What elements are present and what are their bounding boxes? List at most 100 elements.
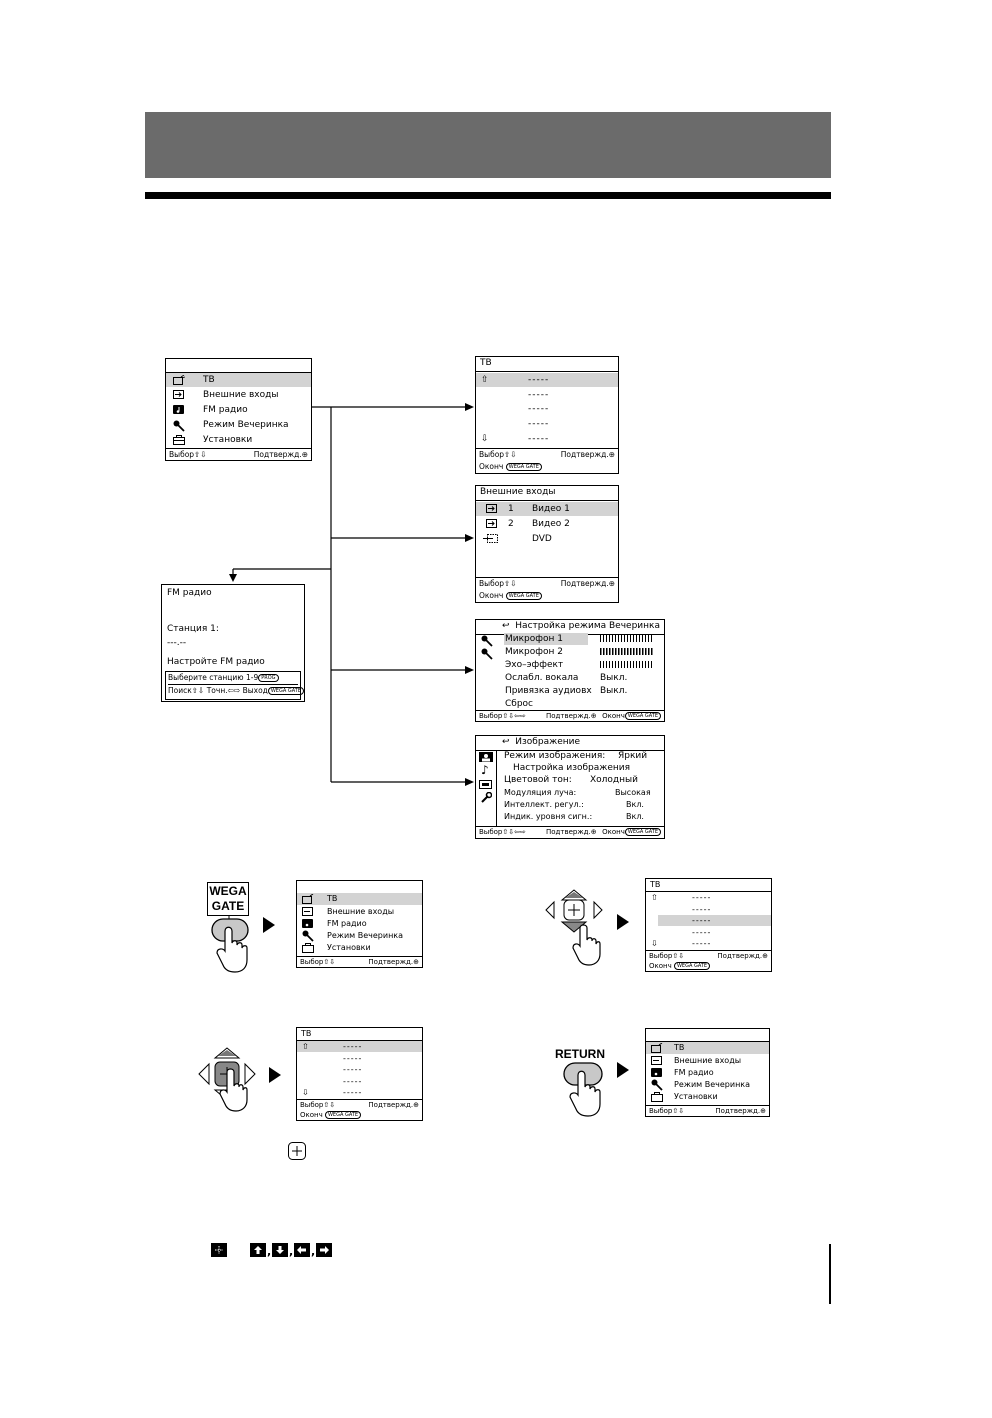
return-button-press[interactable] bbox=[560, 1060, 610, 1120]
wega-gate-button-label: WEGA GATE bbox=[207, 882, 249, 916]
left-key-icon bbox=[294, 1243, 310, 1257]
toolbox-icon bbox=[302, 943, 314, 957]
toolbox-icon bbox=[651, 1092, 663, 1106]
fm-frequency: ---.-- bbox=[167, 638, 187, 648]
top-menu-item-party[interactable]: Режим Вечеринка bbox=[166, 418, 311, 432]
fm-station-label: Станция 1: bbox=[167, 624, 219, 634]
microphone-icon bbox=[302, 930, 314, 946]
inputs-menu-title: Внешние входы bbox=[476, 486, 618, 501]
microphone-icon bbox=[481, 648, 493, 663]
input-row-dvd[interactable]: DVD bbox=[476, 532, 618, 546]
tv-menu: ТВ ⇧----- ----- ----- ----- ⇩----- Выбор… bbox=[475, 356, 619, 474]
top-menu-item-fm[interactable]: FM радио bbox=[166, 403, 311, 417]
music-note-icon bbox=[302, 919, 314, 933]
picture-icon bbox=[479, 752, 493, 765]
microphone-icon bbox=[481, 635, 493, 650]
channel-icon bbox=[479, 778, 493, 792]
header-band bbox=[145, 112, 831, 178]
tv-icon bbox=[173, 375, 185, 385]
tv-channel-row[interactable]: ----- bbox=[528, 419, 550, 429]
party-menu: ↩ Настройка режима Вечеринка Микрофон 1 … bbox=[475, 619, 665, 722]
enter-button-icon bbox=[288, 1142, 306, 1160]
tv-channel-row[interactable]: ⇧----- bbox=[476, 373, 618, 387]
next-step-arrow-icon bbox=[269, 1067, 281, 1083]
input-icon bbox=[302, 907, 314, 921]
picture-row-intelligent[interactable]: Интеллект. регул.:Вкл. bbox=[504, 800, 644, 809]
tv-menu-footer: Выбор⇧⇩ Подтвержд.⊕ bbox=[476, 448, 618, 460]
return-button-label: RETURN bbox=[555, 1047, 605, 1061]
tv-channel-row[interactable]: ⇩----- bbox=[481, 434, 550, 444]
level-bar bbox=[600, 635, 654, 642]
menu-tree-connectors bbox=[229, 403, 474, 786]
arrow-pad-down-press[interactable] bbox=[540, 888, 608, 968]
input-icon bbox=[486, 504, 497, 513]
step1-top-menu: ТВ Внешние входы FM радио Режим Вечеринк… bbox=[296, 880, 423, 968]
down-key-icon bbox=[272, 1243, 288, 1257]
party-row-mic2[interactable]: Микрофон 2 bbox=[476, 646, 664, 658]
dvd-input-icon bbox=[483, 534, 498, 543]
input-icon bbox=[486, 519, 497, 528]
input-icon bbox=[173, 390, 184, 399]
sound-note-icon: ♪ bbox=[481, 763, 489, 777]
wrench-icon bbox=[480, 791, 493, 807]
tv-icon bbox=[302, 893, 314, 908]
input-icon bbox=[651, 1056, 663, 1070]
input-row-1[interactable]: 1 Видео 1 bbox=[476, 502, 618, 516]
party-row-echo[interactable]: Эхо–эффект bbox=[476, 659, 664, 671]
scroll-up-icon: ⇧ bbox=[481, 375, 489, 385]
picture-menu-title: ↩ Изображение bbox=[476, 736, 664, 751]
up-key-icon bbox=[250, 1243, 266, 1257]
arrow-pad-enter-press[interactable] bbox=[193, 1044, 261, 1114]
party-row-reset[interactable]: Сброс bbox=[505, 699, 534, 709]
next-step-arrow-icon bbox=[263, 917, 275, 933]
picture-row-adjust[interactable]: Настройка изображения bbox=[513, 763, 631, 773]
inputs-menu-footer-exit: Оконч WEGA GATE bbox=[476, 590, 618, 601]
picture-row-mode[interactable]: Режим изображения:Яркий bbox=[504, 751, 648, 761]
enter-icon: ⊕ bbox=[301, 450, 308, 459]
next-step-arrow-icon bbox=[617, 1062, 629, 1078]
next-step-arrow-icon bbox=[617, 914, 629, 930]
picture-row-signal[interactable]: Индик. уровня сигн.:Вкл. bbox=[504, 812, 644, 821]
return-arrow-icon: ↩ bbox=[502, 621, 510, 631]
fm-menu-title: FM радио bbox=[167, 588, 212, 598]
picture-menu: ↩ Изображение ♪ Режим изображения:Яркий … bbox=[475, 735, 665, 839]
inputs-menu-footer: Выбор⇧⇩ Подтвержд.⊕ bbox=[476, 577, 618, 589]
party-row-mic1[interactable]: Микрофон 1 bbox=[476, 633, 664, 645]
input-row-2[interactable]: 2 Видео 2 bbox=[476, 517, 618, 531]
up-down-icon: ⇧⇩ bbox=[194, 450, 207, 459]
wega-gate-button-press[interactable] bbox=[205, 915, 255, 975]
microphone-icon bbox=[651, 1079, 663, 1095]
microphone-icon bbox=[173, 420, 185, 432]
right-key-icon bbox=[316, 1243, 332, 1257]
music-note-icon bbox=[651, 1068, 663, 1082]
step3-tv-menu: ТВ ⇧----- ----- ----- ----- ⇩----- Выбор… bbox=[296, 1027, 423, 1121]
inputs-menu: Внешние входы 1 Видео 1 2 Видео 2 DVD Вы… bbox=[475, 485, 619, 603]
tv-channel-row[interactable]: ----- bbox=[528, 390, 550, 400]
top-menu-item-inputs[interactable]: Внешние входы bbox=[166, 388, 311, 402]
header-rule bbox=[145, 192, 831, 199]
top-menu-item-tv[interactable]: ТВ bbox=[166, 373, 311, 387]
music-note-icon bbox=[173, 405, 184, 414]
tv-menu-footer-exit: Оконч WEGA GATE bbox=[476, 461, 618, 472]
top-menu-footer: Выбор⇧⇩ Подтвержд.⊕ bbox=[166, 448, 311, 460]
fm-menu: FM радио Станция 1: ---.-- Настройте FM … bbox=[161, 584, 305, 702]
picture-row-beam[interactable]: Модуляция луча:Высокая bbox=[504, 788, 651, 797]
top-menu: ТВ Внешние входы FM радио Режим Вечеринк… bbox=[165, 358, 312, 461]
page-margin-rule bbox=[829, 1244, 831, 1304]
level-bar bbox=[600, 661, 654, 668]
picture-menu-icon-column: ♪ bbox=[476, 750, 497, 827]
fm-tune-prompt: Настройте FM радио bbox=[167, 657, 265, 667]
step2-tv-menu: ТВ ⇧----- ----- ----- ----- ⇩----- Выбор… bbox=[645, 878, 772, 972]
tv-channel-row[interactable]: ----- bbox=[528, 404, 550, 414]
enter-key-icon bbox=[211, 1243, 227, 1257]
level-bar bbox=[600, 648, 654, 655]
top-menu-item-setup[interactable]: Установки bbox=[166, 433, 311, 447]
scroll-down-icon: ⇩ bbox=[481, 434, 489, 444]
picture-row-tone[interactable]: Цветовой тон:Холодный bbox=[504, 775, 638, 785]
return-arrow-icon: ↩ bbox=[502, 737, 510, 747]
